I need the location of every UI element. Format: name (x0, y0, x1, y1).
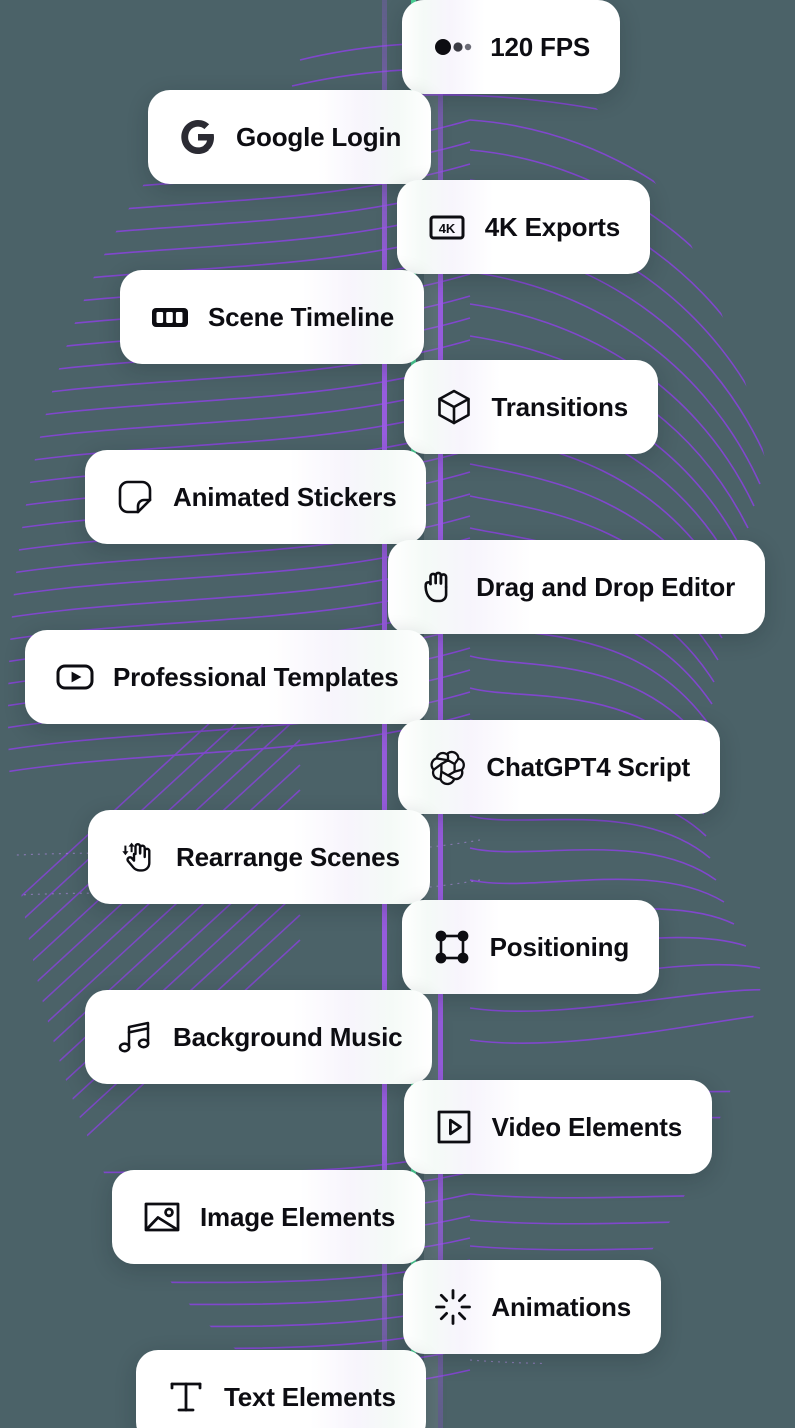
feature-label: ChatGPT4 Script (486, 752, 690, 782)
feature-pill-video[interactable]: Video Elements (403, 1080, 712, 1174)
cube-icon (434, 387, 474, 427)
feature-label: Text Elements (224, 1382, 396, 1412)
burst-icon (433, 1287, 473, 1327)
feature-row-chatgpt: ChatGPT4 Script (0, 720, 795, 814)
feature-pill-music[interactable]: Background Music (85, 990, 433, 1084)
feature-label: Positioning (489, 932, 630, 962)
feature-label: Scene Timeline (208, 302, 395, 332)
feature-row-video: Video Elements (0, 1080, 795, 1174)
feature-label: Background Music (173, 1022, 403, 1052)
feature-row-music: Background Music (0, 990, 795, 1084)
feature-label: Professional Templates (113, 662, 399, 692)
feature-row-positioning: Positioning (0, 900, 795, 994)
feature-pill-timeline[interactable]: Scene Timeline (120, 270, 425, 364)
feature-pill-positioning[interactable]: Positioning (401, 900, 659, 994)
grab-hand-icon (418, 567, 458, 607)
play-rounded-icon (55, 657, 95, 697)
feature-pill-templates[interactable]: Professional Templates (25, 630, 429, 724)
feature-label: Drag and Drop Editor (476, 572, 735, 602)
feature-row-image: Image Elements (0, 1170, 795, 1264)
music-note-icon (115, 1017, 155, 1057)
feature-row-rearrange: Rearrange Scenes (0, 810, 795, 904)
feature-pill-exports[interactable]: 4K 4K Exports (396, 180, 650, 274)
feature-row-transitions: Transitions (0, 360, 795, 454)
feature-row-google: Google Login (0, 90, 795, 184)
feature-label: 4K Exports (484, 212, 620, 242)
feature-row-stickers: Animated Stickers (0, 450, 795, 544)
sticker-icon (115, 477, 155, 517)
feature-row-dragdrop: Drag and Drop Editor (0, 540, 795, 634)
feature-pill-dragdrop[interactable]: Drag and Drop Editor (388, 540, 765, 634)
hand-reorder-icon (118, 837, 158, 877)
feature-row-templates: Professional Templates (0, 630, 795, 724)
feature-pill-text[interactable]: Text Elements (136, 1350, 426, 1428)
text-t-icon (166, 1377, 206, 1417)
feature-label: Google Login (236, 122, 402, 152)
feature-row-timeline: Scene Timeline (0, 270, 795, 364)
feature-pill-stickers[interactable]: Animated Stickers (85, 450, 427, 544)
filmstrip-icon (150, 297, 190, 337)
feature-label: Video Elements (491, 1112, 683, 1142)
svg-text:4K: 4K (438, 221, 455, 236)
feature-row-text: Text Elements (0, 1350, 795, 1428)
feature-pill-transitions[interactable]: Transitions (403, 360, 658, 454)
feature-pill-chatgpt[interactable]: ChatGPT4 Script (398, 720, 720, 814)
feature-pill-google[interactable]: Google Login (148, 90, 432, 184)
feature-row-animations: Animations (0, 1260, 795, 1354)
openai-icon (428, 747, 468, 787)
four-k-badge-icon: 4K (427, 207, 467, 247)
feature-row-exports: 4K 4K Exports (0, 180, 795, 274)
image-icon (142, 1197, 182, 1237)
feature-label: Transitions (491, 392, 629, 422)
feature-label: Rearrange Scenes (176, 842, 400, 872)
feature-pill-image[interactable]: Image Elements (112, 1170, 426, 1264)
feature-label: Image Elements (200, 1202, 396, 1232)
three-dots-icon (432, 27, 472, 67)
google-g-icon (178, 117, 218, 157)
bounding-box-icon (432, 927, 472, 967)
video-play-icon (434, 1107, 474, 1147)
feature-label: 120 FPS (490, 32, 590, 62)
feature-pill-rearrange[interactable]: Rearrange Scenes (88, 810, 430, 904)
feature-row-fps: 120 FPS (0, 0, 795, 94)
feature-label: Animated Stickers (173, 482, 397, 512)
feature-label: Animations (491, 1292, 631, 1322)
feature-pill-fps[interactable]: 120 FPS (402, 0, 620, 94)
feature-pill-animations[interactable]: Animations (403, 1260, 661, 1354)
